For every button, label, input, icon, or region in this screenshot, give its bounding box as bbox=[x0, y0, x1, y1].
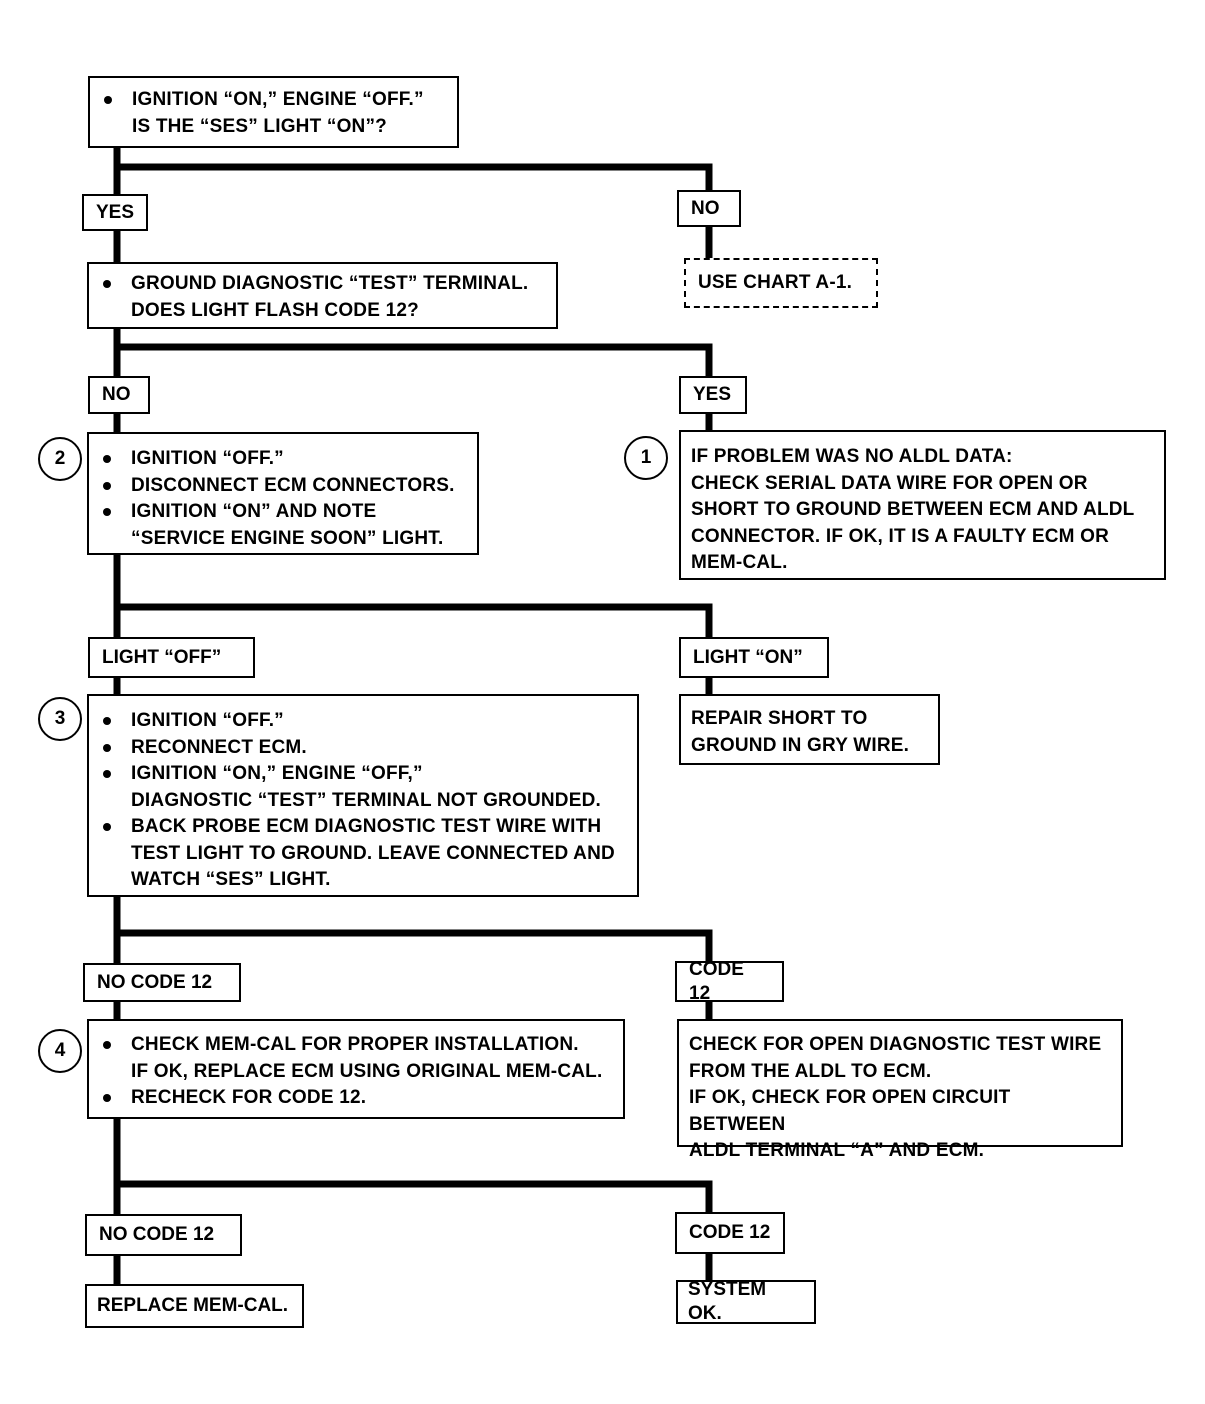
replace-mem-cal-box: REPLACE MEM-CAL. bbox=[85, 1284, 304, 1328]
step2-item: IGNITION “ON” AND NOTE “SERVICE ENGINE S… bbox=[99, 499, 467, 552]
step4-item-2-line-1: RECHECK FOR CODE 12. bbox=[131, 1087, 367, 1108]
step3-box: IGNITION “OFF.” RECONNECT ECM. IGNITION … bbox=[87, 694, 639, 897]
branch4-code-12-label: CODE 12 bbox=[675, 959, 784, 1004]
step4-box: CHECK MEM-CAL FOR PROPER INSTALLATION. I… bbox=[87, 1019, 625, 1119]
step3-item-3-line-2: DIAGNOSTIC “TEST” TERMINAL NOT GROUNDED. bbox=[131, 789, 601, 811]
step3-item-3-line-1: IGNITION “ON,” ENGINE “OFF,” bbox=[131, 763, 423, 784]
step3-item: RECONNECT ECM. bbox=[99, 735, 627, 762]
check-open-wire-box: CHECK FOR OPEN DIAGNOSTIC TEST WIRE FROM… bbox=[677, 1019, 1123, 1161]
system-ok-box: SYSTEM OK. bbox=[676, 1279, 816, 1324]
step3-item-4-line-3: WATCH “SES” LIGHT. bbox=[131, 869, 331, 890]
start-line-2: IS THE “SES” LIGHT “ON”? bbox=[132, 115, 387, 137]
step4-item-1-line-1: CHECK MEM-CAL FOR PROPER INSTALLATION. bbox=[131, 1034, 579, 1055]
step2-box: IGNITION “OFF.” DISCONNECT ECM CONNECTOR… bbox=[87, 432, 479, 555]
step1-number-circle: 1 bbox=[624, 436, 668, 480]
branch2-yes-label: YES bbox=[679, 376, 747, 414]
start-step-item: IGNITION “ON,” ENGINE “OFF.” IS THE “SES… bbox=[100, 87, 447, 140]
step1-line-1: IF PROBLEM WAS NO ALDL DATA: bbox=[691, 446, 1013, 467]
step3-item-1-line-1: IGNITION “OFF.” bbox=[131, 710, 284, 731]
branch1-yes-label: YES bbox=[82, 194, 148, 231]
step3-item-2-line-1: RECONNECT ECM. bbox=[131, 736, 307, 758]
step2-item: DISCONNECT ECM CONNECTORS. bbox=[99, 473, 467, 500]
ground-line-1: GROUND DIAGNOSTIC “TEST” TERMINAL. bbox=[131, 273, 529, 294]
step4-number-circle: 4 bbox=[38, 1029, 82, 1073]
step2-item: IGNITION “OFF.” bbox=[99, 446, 467, 473]
check-wire-line-1: CHECK FOR OPEN DIAGNOSTIC TEST WIRE bbox=[689, 1034, 1102, 1055]
start-line-1: IGNITION “ON,” ENGINE “OFF.” bbox=[132, 89, 424, 110]
check-wire-line-2: FROM THE ALDL TO ECM. bbox=[689, 1060, 932, 1082]
step2-item-2-line-1: DISCONNECT ECM CONNECTORS. bbox=[131, 474, 455, 496]
step2-item-3-line-2: “SERVICE ENGINE SOON” LIGHT. bbox=[131, 527, 444, 549]
branch3-light-on-label: LIGHT “ON” bbox=[679, 637, 829, 678]
ground-line-2: DOES LIGHT FLASH CODE 12? bbox=[131, 299, 419, 321]
repair-line-2: GROUND IN GRY WIRE. bbox=[691, 734, 910, 756]
step3-item-4-line-2: TEST LIGHT TO GROUND. LEAVE CONNECTED AN… bbox=[131, 842, 615, 864]
use-chart-a1-box: USE CHART A-1. bbox=[684, 258, 878, 308]
step3-item: IGNITION “OFF.” bbox=[99, 708, 627, 735]
ground-test-step-box: GROUND DIAGNOSTIC “TEST” TERMINAL. DOES … bbox=[87, 262, 558, 329]
step1-line-4: CONNECTOR. IF OK, IT IS A FAULTY ECM OR bbox=[691, 525, 1110, 547]
step3-item: IGNITION “ON,” ENGINE “OFF,” DIAGNOSTIC … bbox=[99, 761, 627, 814]
step4-item: CHECK MEM-CAL FOR PROPER INSTALLATION. I… bbox=[99, 1032, 613, 1085]
branch1-no-label: NO bbox=[677, 190, 741, 227]
start-step-box: IGNITION “ON,” ENGINE “OFF.” IS THE “SES… bbox=[88, 76, 459, 148]
repair-short-box: REPAIR SHORT TO GROUND IN GRY WIRE. bbox=[679, 694, 940, 765]
step4-item: RECHECK FOR CODE 12. bbox=[99, 1085, 613, 1112]
step2-number-circle: 2 bbox=[38, 437, 82, 481]
step3-item: BACK PROBE ECM DIAGNOSTIC TEST WIRE WITH… bbox=[99, 814, 627, 894]
ground-test-item: GROUND DIAGNOSTIC “TEST” TERMINAL. DOES … bbox=[99, 271, 546, 324]
step4-item-1-line-2: IF OK, REPLACE ECM USING ORIGINAL MEM-CA… bbox=[131, 1060, 603, 1082]
step1-line-3: SHORT TO GROUND BETWEEN ECM AND ALDL bbox=[691, 499, 1135, 520]
branch3-light-off-label: LIGHT “OFF” bbox=[88, 637, 255, 678]
step1-line-5: MEM-CAL. bbox=[691, 552, 788, 573]
step1-box: IF PROBLEM WAS NO ALDL DATA: CHECK SERIA… bbox=[679, 430, 1166, 580]
branch5-no-code-12-label: NO CODE 12 bbox=[85, 1214, 242, 1256]
step3-item-4-line-1: BACK PROBE ECM DIAGNOSTIC TEST WIRE WITH bbox=[131, 816, 602, 837]
step1-line-2: CHECK SERIAL DATA WIRE FOR OPEN OR bbox=[691, 472, 1088, 494]
branch5-code-12-label: CODE 12 bbox=[675, 1212, 785, 1254]
repair-line-1: REPAIR SHORT TO bbox=[691, 708, 868, 729]
branch4-no-code-12-label: NO CODE 12 bbox=[83, 963, 241, 1002]
check-wire-line-4: ALDL TERMINAL “A” AND ECM. bbox=[689, 1140, 985, 1161]
step2-item-3-line-1: IGNITION “ON” AND NOTE bbox=[131, 501, 377, 522]
step2-item-1-line-1: IGNITION “OFF.” bbox=[131, 448, 284, 469]
branch2-no-label: NO bbox=[88, 376, 150, 414]
step3-number-circle: 3 bbox=[38, 697, 82, 741]
check-wire-line-3: IF OK, CHECK FOR OPEN CIRCUIT BETWEEN bbox=[689, 1087, 1011, 1135]
